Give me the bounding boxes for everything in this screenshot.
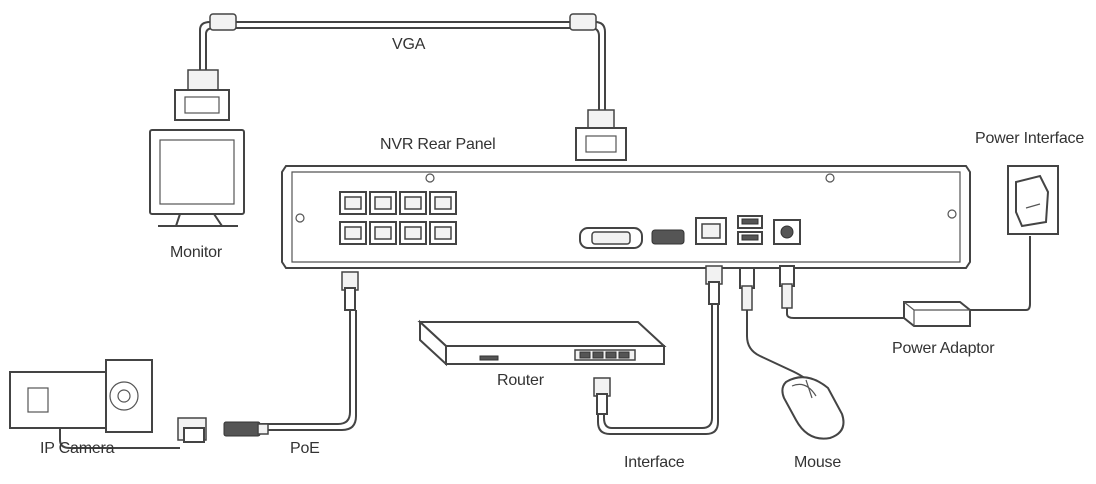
- poe-port-icon: [339, 221, 367, 245]
- network-cable: [593, 265, 723, 435]
- ip-camera-icon: [9, 359, 207, 449]
- mouse-icon: [781, 376, 845, 440]
- poe-port-icon: [429, 221, 457, 245]
- router-label: Router: [497, 372, 544, 389]
- ip-camera-label: IP Camera: [40, 440, 115, 457]
- poe-connector-icon: [223, 421, 269, 437]
- vga-plug-nvr-icon: [575, 109, 627, 161]
- router-icon: [417, 319, 667, 367]
- poe-ports: [339, 191, 457, 245]
- poe-label: PoE: [290, 440, 320, 457]
- mouse-label: Mouse: [794, 454, 842, 471]
- vga-label: VGA: [392, 36, 426, 53]
- poe-cable: [255, 271, 359, 431]
- poe-port-icon: [369, 221, 397, 245]
- vga-plug-monitor-icon: [174, 69, 230, 121]
- monitor-icon: [149, 129, 245, 227]
- poe-port-icon: [369, 191, 397, 215]
- poe-port-icon: [399, 191, 427, 215]
- power-adaptor-icon: [903, 301, 971, 327]
- monitor-label: Monitor: [170, 244, 222, 261]
- interface-label: Interface: [624, 454, 685, 471]
- usb-cable: [739, 267, 813, 389]
- poe-port-icon: [339, 191, 367, 215]
- poe-port-icon: [399, 221, 427, 245]
- nvr-rear-panel-icon: [281, 165, 971, 269]
- vga-port-icon: [579, 227, 643, 249]
- vga-cable: [199, 13, 606, 112]
- power-adaptor-label: Power Adaptor: [892, 340, 995, 357]
- poe-port-icon: [429, 191, 457, 215]
- power-port-icon: [773, 219, 801, 245]
- power-interface-label: Power Interface: [975, 130, 1085, 147]
- lan-port-icon: [695, 217, 727, 245]
- power-interface-icon: [1007, 165, 1059, 235]
- power-cable: [779, 236, 1031, 319]
- nvr-rear-panel-label: NVR Rear Panel: [380, 136, 496, 153]
- usb-ports-icon: [737, 215, 763, 245]
- hdmi-port-icon: [651, 229, 685, 245]
